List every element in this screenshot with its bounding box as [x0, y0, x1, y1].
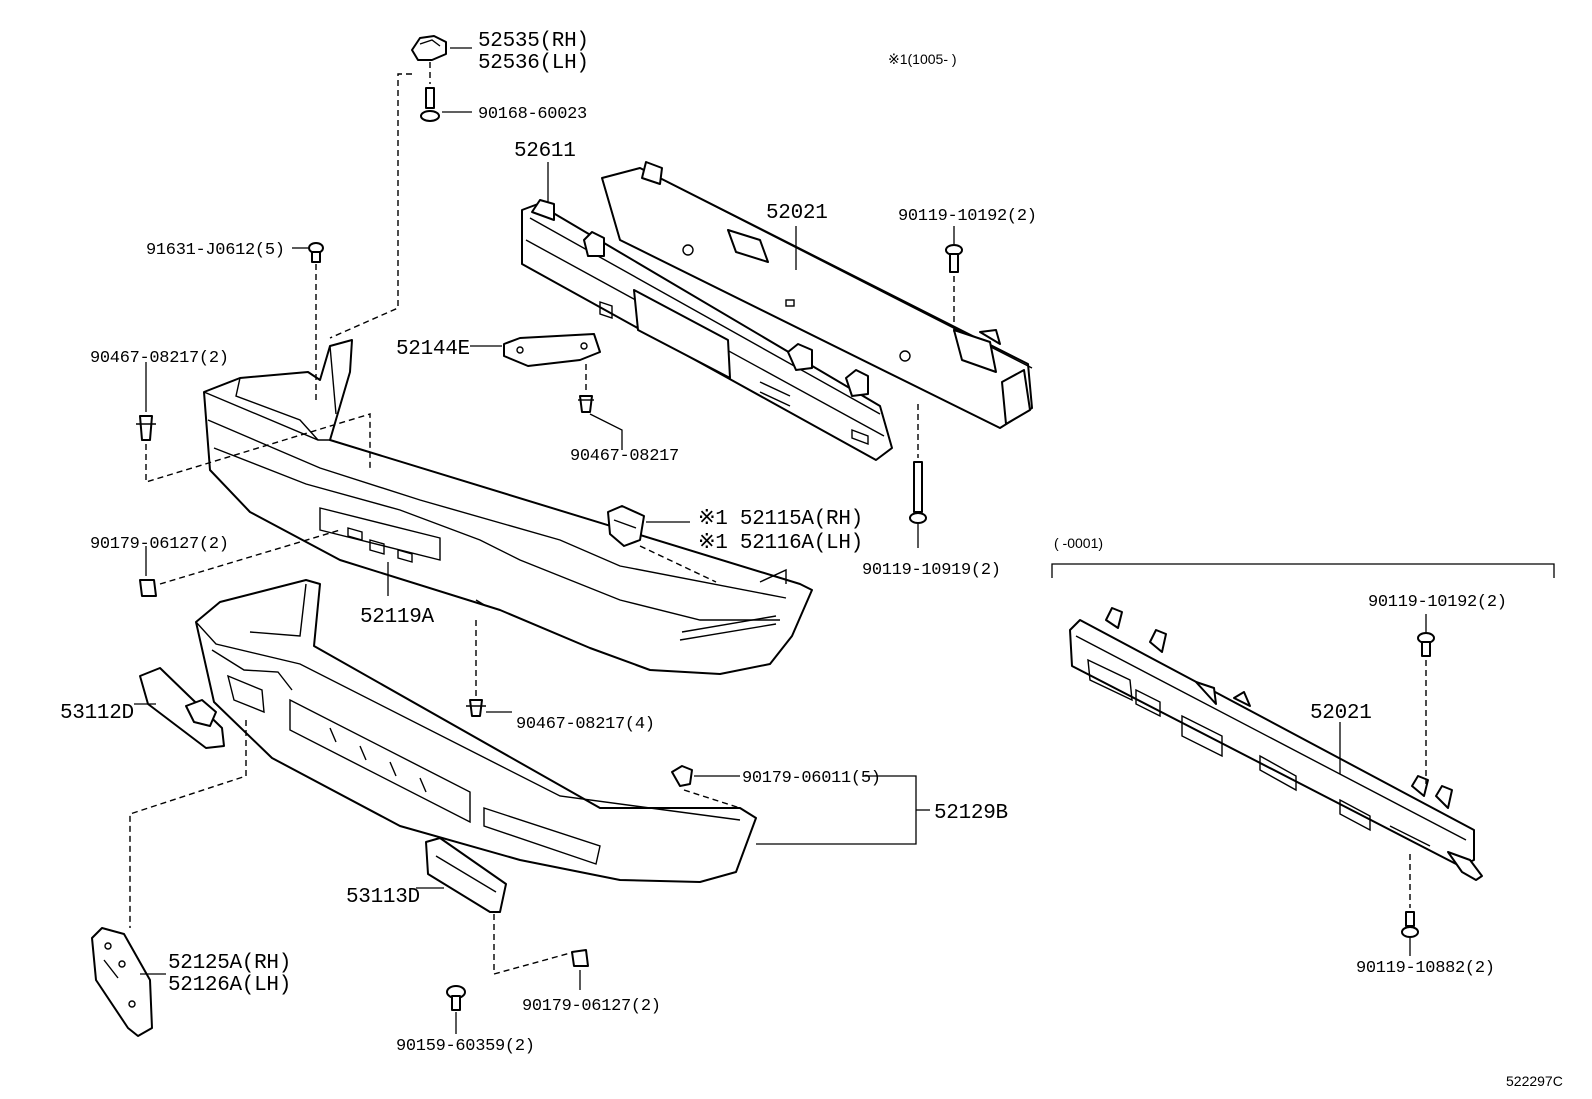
clip-90467-08217-left-icon — [136, 415, 156, 441]
callout-52129B: 52129B — [934, 802, 1008, 825]
bracket-52144E-part — [503, 333, 601, 367]
reinforcement-52021-variant — [1069, 607, 1483, 881]
callout-53112D: 53112D — [60, 702, 134, 725]
callout-90159-60359: 90159-60359(2) — [396, 1037, 535, 1056]
callout-90467-08217-4: 90467-08217(4) — [516, 715, 655, 734]
bracket-53113D-part — [425, 837, 507, 913]
bolt-90119-10919-icon — [909, 461, 927, 524]
nut-90179-06011-icon — [671, 765, 693, 787]
plate-52125A-part — [91, 927, 153, 1037]
bracket-53112D-part — [139, 667, 225, 749]
bolt-90119-10192-variant-icon — [1417, 632, 1435, 657]
clip-52535-part — [411, 35, 447, 61]
callout-91631-J0612: 91631-J0612(5) — [146, 241, 285, 260]
nut-90179-06127-bottom-icon — [571, 949, 589, 967]
callout-90119-10192-top: 90119-10192(2) — [898, 207, 1037, 226]
lower-bumper-52129B-part — [195, 579, 757, 883]
callout-90179-06127-left: 90179-06127(2) — [90, 535, 229, 554]
clip-90467-icon — [578, 395, 594, 413]
callout-52536: 52536(LH) — [478, 52, 589, 75]
clip-90467-08217-bottom-icon — [466, 699, 486, 717]
callout-90119-10192-variant: 90119-10192(2) — [1368, 593, 1507, 612]
clip-91631-icon — [308, 242, 324, 263]
bolt-90159-60359-icon — [446, 985, 466, 1011]
callout-90467-08217-2: 90467-08217(2) — [90, 349, 229, 368]
applicability-note-variant: ( -0001) — [1054, 535, 1103, 551]
callout-52021-variant: 52021 — [1310, 702, 1372, 725]
callout-52535: 52535(RH) — [478, 30, 589, 53]
bolt-90119-10882-icon — [1401, 911, 1419, 938]
callout-90179-06011: 90179-06011(5) — [742, 769, 881, 788]
callout-90467-08217: 90467-08217 — [570, 447, 679, 466]
bumper-cover-52119A-part — [203, 339, 813, 675]
callout-90179-06127-bottom: 90179-06127(2) — [522, 997, 661, 1016]
drawing-id: 522297C — [1506, 1073, 1563, 1089]
reinforcement-52021-top — [601, 161, 1033, 429]
callout-52125A: 52125A(RH) — [168, 952, 291, 975]
nut-90179-06127-left-icon — [139, 579, 157, 597]
screw-90168-icon — [420, 87, 440, 122]
callout-90119-10882: 90119-10882(2) — [1356, 959, 1495, 978]
callout-52144E: 52144E — [396, 338, 470, 361]
callout-52115A: ※1 52115A(RH) — [698, 508, 863, 531]
callout-52116A: ※1 52116A(LH) — [698, 532, 863, 555]
callout-90119-10919: 90119-10919(2) — [862, 561, 1001, 580]
variant-bracket-frame — [1051, 563, 1555, 578]
absorber-52611-part — [521, 199, 893, 461]
retainer-52115A-part — [607, 505, 645, 547]
bolt-90119-10192-icon — [945, 244, 963, 273]
callout-52021-top: 52021 — [766, 202, 828, 225]
callout-53113D: 53113D — [346, 886, 420, 909]
callout-52611: 52611 — [514, 140, 576, 163]
applicability-note-top: ※1(1005- ) — [888, 51, 957, 67]
callout-90168-60023: 90168-60023 — [478, 105, 587, 124]
callout-52119A: 52119A — [360, 606, 435, 629]
callout-52126A: 52126A(LH) — [168, 974, 291, 997]
